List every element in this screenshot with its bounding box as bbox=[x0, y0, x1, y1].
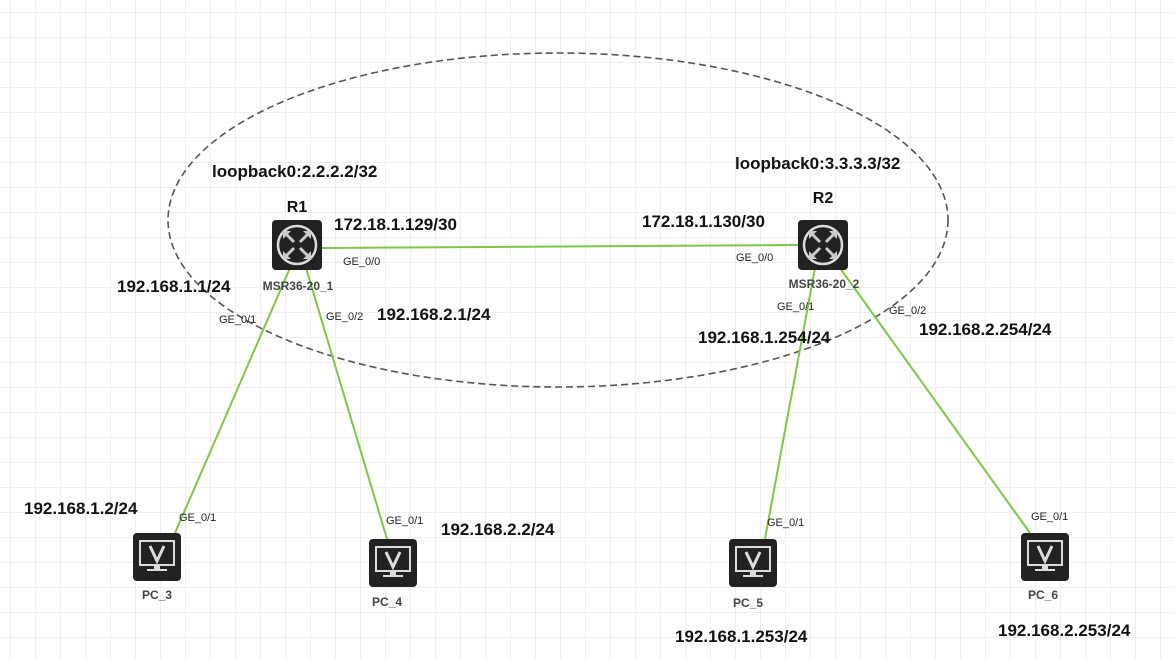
r1-model: MSR36-20_1 bbox=[263, 279, 334, 293]
r2-ip-g00: 172.18.1.130/30 bbox=[642, 212, 765, 231]
r2-ip-g01: 192.168.1.254/24 bbox=[698, 328, 831, 347]
pc3-name: PC_3 bbox=[142, 588, 172, 602]
r1-loopback: loopback0:2.2.2.2/32 bbox=[212, 162, 377, 181]
r1-port-g02: GE_0/2 bbox=[326, 311, 363, 323]
pc3-port: GE_0/1 bbox=[179, 512, 216, 524]
r2-name: R2 bbox=[813, 190, 834, 207]
pc4-port: GE_0/1 bbox=[386, 515, 423, 527]
pc5-ip: 192.168.1.253/24 bbox=[675, 627, 808, 646]
pc3-ip: 192.168.1.2/24 bbox=[24, 499, 138, 518]
area-ellipse bbox=[167, 52, 949, 388]
r2-ip-g02: 192.168.2.254/24 bbox=[919, 320, 1052, 339]
r2-port-g00: GE_0/0 bbox=[736, 252, 773, 264]
r1-port-g01: GE_0/1 bbox=[219, 314, 256, 326]
r2-loopback: loopback0:3.3.3.3/32 bbox=[735, 154, 900, 173]
pc5-name: PC_5 bbox=[733, 596, 763, 610]
r2-port-g01: GE_0/1 bbox=[777, 301, 814, 313]
r1-port-g00: GE_0/0 bbox=[343, 256, 380, 268]
pc5-icon[interactable] bbox=[727, 537, 779, 589]
pc6-port: GE_0/1 bbox=[1031, 511, 1068, 523]
pc6-name: PC_6 bbox=[1028, 588, 1058, 602]
r2-port-g02: GE_0/2 bbox=[889, 305, 926, 317]
link-r1-r2[interactable] bbox=[321, 244, 799, 249]
router-r2-icon[interactable] bbox=[796, 218, 850, 272]
link-r2-pc6[interactable] bbox=[839, 267, 1031, 534]
pc6-ip: 192.168.2.253/24 bbox=[998, 621, 1131, 640]
pc4-ip: 192.168.2.2/24 bbox=[441, 520, 555, 539]
r1-ip-g01: 192.168.1.1/24 bbox=[117, 277, 231, 296]
r1-name: R1 bbox=[287, 199, 308, 216]
pc5-port: GE_0/1 bbox=[767, 517, 804, 529]
r1-ip-g02: 192.168.2.1/24 bbox=[377, 305, 491, 324]
r1-ip-g00: 172.18.1.129/30 bbox=[334, 215, 457, 234]
link-r1-pc4[interactable] bbox=[305, 267, 388, 540]
router-r1-icon[interactable] bbox=[270, 218, 324, 272]
pc6-icon[interactable] bbox=[1019, 531, 1071, 583]
link-r1-pc3[interactable] bbox=[174, 267, 291, 534]
r2-model: MSR36-20_2 bbox=[789, 277, 860, 291]
link-r2-pc5[interactable] bbox=[764, 267, 816, 540]
pc4-icon[interactable] bbox=[367, 537, 419, 589]
pc4-name: PC_4 bbox=[372, 595, 402, 609]
pc3-icon[interactable] bbox=[131, 531, 183, 583]
